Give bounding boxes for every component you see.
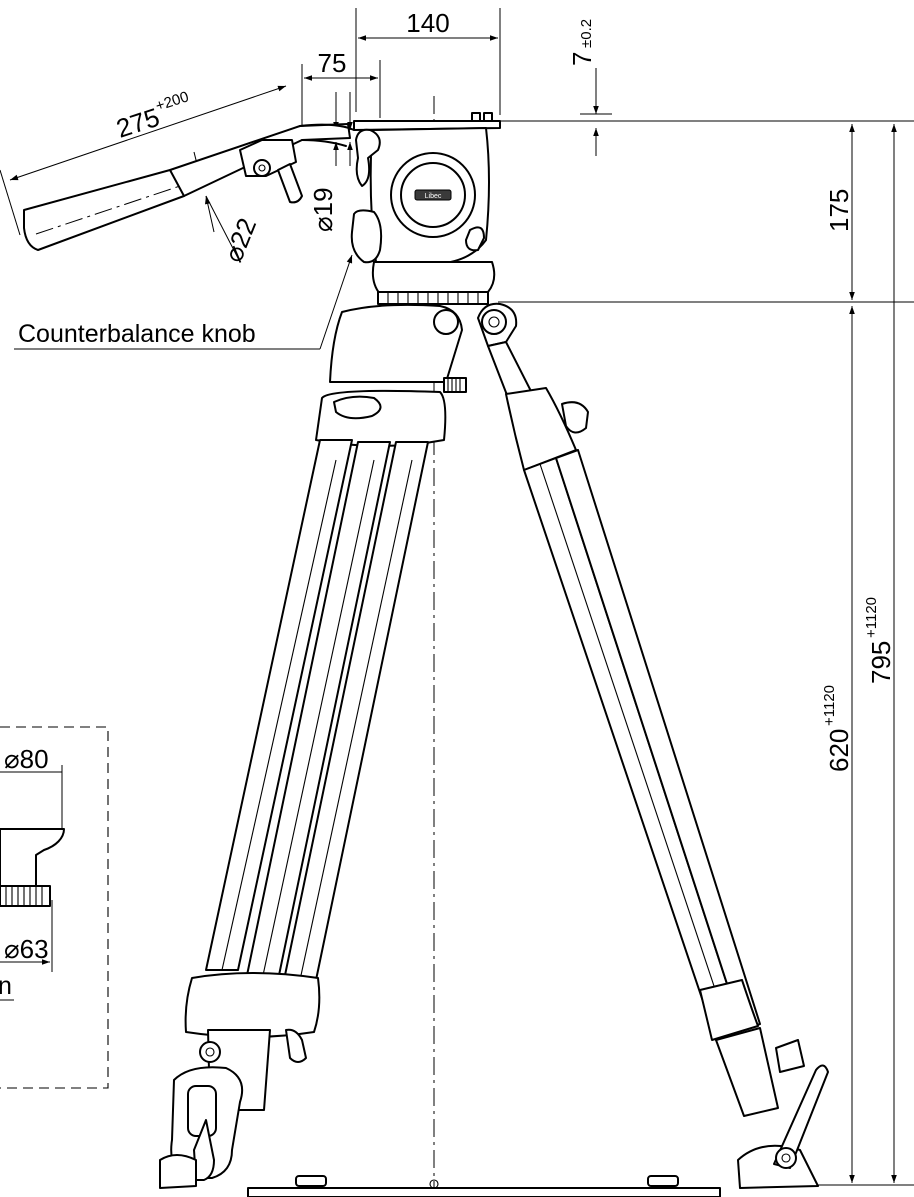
tripod-legs xyxy=(159,302,829,1197)
dim-plate-tolerance: ±0.2 xyxy=(578,19,595,48)
dimension-lines xyxy=(0,8,914,1186)
logo-text: Libec xyxy=(425,193,442,200)
dim-head-height: 175 xyxy=(824,189,854,232)
fluid-head: Libec xyxy=(350,112,501,305)
dimension-labels: 140 75 7 ±0.2 275 +200 ⌀22 ⌀19 175 620 +… xyxy=(0,8,896,1000)
dim-handle-grip-diameter: ⌀22 xyxy=(218,214,263,267)
dim-plate-offset: 75 xyxy=(318,48,347,78)
dim-bowl-top-diameter: ⌀80 xyxy=(4,744,49,774)
dim-handle-tube-diameter: ⌀19 xyxy=(308,187,338,232)
dim-total-height-extension: +1120 xyxy=(863,597,880,638)
pan-handle xyxy=(23,123,355,251)
bowl-adapter-inset xyxy=(0,726,109,1089)
dim-total-height: 795 xyxy=(866,641,896,684)
dim-plate-thickness: 7 xyxy=(567,52,597,66)
inset-label-fragment: n xyxy=(0,972,12,1000)
dim-handle-extension: +200 xyxy=(154,88,191,115)
counterbalance-knob-label: Counterbalance knob xyxy=(18,320,256,348)
dim-bowl-bottom-diameter: ⌀63 xyxy=(4,934,49,964)
dim-leg-height-extension: +1120 xyxy=(821,685,838,726)
dim-leg-height: 620 xyxy=(824,729,854,772)
dim-head-width: 140 xyxy=(406,8,449,38)
